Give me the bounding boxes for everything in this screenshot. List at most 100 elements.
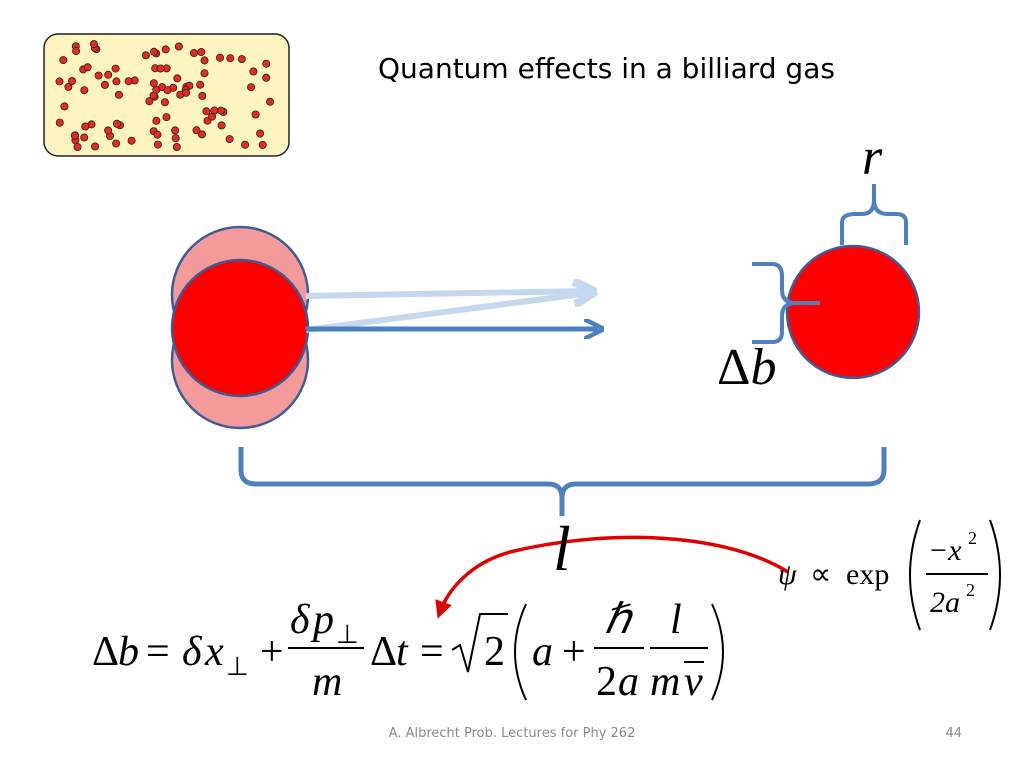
eq-equals-1: = bbox=[146, 629, 170, 675]
gas-particle bbox=[182, 88, 191, 97]
eq-perp-1: ⊥ bbox=[226, 652, 249, 681]
gas-particle bbox=[198, 91, 207, 100]
gas-particle bbox=[55, 118, 64, 127]
gas-box bbox=[43, 33, 290, 157]
impact-parameter-label: Δb bbox=[717, 338, 776, 397]
target-ball bbox=[785, 244, 921, 380]
gas-particle bbox=[200, 69, 209, 78]
radius-bracket bbox=[840, 184, 908, 245]
moving-ball bbox=[170, 225, 310, 430]
gas-particle bbox=[251, 110, 260, 119]
page-number: 44 bbox=[945, 726, 962, 741]
gas-particle bbox=[241, 140, 250, 149]
gas-particle bbox=[81, 122, 90, 131]
impact-parameter-bracket bbox=[752, 262, 820, 344]
eq-hbar: ℏ bbox=[604, 597, 634, 643]
slide-title: Quantum effects in a billiard gas bbox=[378, 52, 835, 85]
red-connector-arrow bbox=[435, 535, 789, 619]
gas-particle bbox=[112, 77, 121, 86]
eq-m-denom: m bbox=[650, 659, 680, 705]
gas-particle bbox=[114, 90, 123, 99]
wf-psi: ψ bbox=[778, 558, 798, 591]
gas-particle bbox=[217, 121, 226, 130]
gas-particle bbox=[149, 79, 158, 88]
gas-particle bbox=[210, 106, 219, 115]
gas-particle bbox=[104, 126, 113, 135]
trajectory-arrow-upper bbox=[305, 291, 590, 296]
paren-left bbox=[514, 603, 527, 701]
eq-two: 2 bbox=[596, 659, 617, 705]
trajectory-arrow-deflected bbox=[305, 293, 590, 333]
gas-particle bbox=[262, 73, 271, 82]
gas-particle bbox=[94, 71, 103, 80]
gas-particle bbox=[226, 54, 235, 63]
gas-particle bbox=[68, 77, 77, 86]
gas-particle bbox=[197, 130, 206, 139]
gas-particle bbox=[156, 64, 165, 73]
eq-plus-2: + bbox=[562, 629, 586, 675]
gas-particle bbox=[197, 48, 206, 57]
gas-particle bbox=[200, 56, 209, 65]
gas-particle bbox=[192, 126, 201, 135]
gas-particle bbox=[55, 77, 64, 86]
eq-l: l bbox=[670, 597, 682, 643]
gas-particle bbox=[104, 70, 113, 79]
gas-particle bbox=[73, 142, 82, 151]
gas-particle bbox=[83, 63, 92, 72]
distance-label: l bbox=[553, 513, 571, 584]
gas-particle bbox=[160, 98, 169, 107]
gas-particle bbox=[149, 47, 158, 56]
gas-particle bbox=[163, 86, 172, 95]
gas-particle bbox=[189, 49, 198, 58]
gas-particle bbox=[64, 82, 73, 91]
gas-particle bbox=[153, 140, 162, 149]
gas-particle bbox=[91, 142, 100, 151]
gas-particle bbox=[171, 126, 180, 135]
eq-v: v bbox=[684, 659, 703, 705]
paren-right bbox=[711, 603, 724, 701]
gas-particle bbox=[145, 97, 154, 106]
ball-main bbox=[170, 258, 310, 398]
eq-a: a bbox=[532, 629, 553, 675]
gas-particle bbox=[111, 64, 120, 73]
eq-x: x bbox=[204, 629, 224, 675]
uncertainty-equation: Δ b = δ x ⊥ + δ p ⊥ m Δ t = 2 a + ℏ 2 a … bbox=[92, 597, 724, 705]
eq-t: t bbox=[396, 629, 409, 675]
gas-particle bbox=[249, 67, 258, 76]
slide-footer: A. Albrecht Prob. Lectures for Phy 262 bbox=[388, 726, 636, 741]
gas-particle bbox=[124, 77, 133, 86]
wavefunction-formula: ψ ∝ exp −x 2 2a 2 bbox=[778, 519, 1001, 631]
wf-num-exp: 2 bbox=[968, 528, 977, 548]
gas-particle bbox=[112, 119, 121, 128]
eq-m: m bbox=[312, 659, 342, 705]
gas-particle bbox=[258, 140, 267, 149]
gas-particle bbox=[215, 53, 224, 62]
gas-particle bbox=[237, 55, 246, 64]
eq-perp-2: ⊥ bbox=[336, 620, 359, 649]
radius-label: r bbox=[862, 129, 883, 186]
wf-paren-right bbox=[989, 519, 1001, 631]
gas-particle bbox=[89, 40, 98, 49]
wf-paren-left bbox=[909, 519, 921, 631]
eq-equals-2: = bbox=[420, 629, 444, 675]
gas-particle bbox=[80, 133, 89, 142]
eq-delta: Δ bbox=[92, 629, 119, 675]
gas-particle bbox=[60, 102, 69, 111]
gas-particle bbox=[262, 59, 271, 68]
gas-particle bbox=[202, 107, 211, 116]
gas-particle bbox=[196, 80, 205, 89]
wf-exp: exp bbox=[846, 558, 889, 591]
gas-particle bbox=[172, 142, 181, 151]
eq-b: b bbox=[118, 629, 139, 675]
b-symbol: b bbox=[750, 339, 777, 396]
distance-bracket bbox=[238, 447, 887, 516]
wf-prop: ∝ bbox=[810, 558, 831, 591]
eq-a-denom: a bbox=[618, 659, 639, 705]
gas-container bbox=[43, 33, 290, 157]
gas-particle bbox=[171, 134, 180, 143]
gas-particle bbox=[127, 136, 136, 145]
gas-particle bbox=[59, 56, 68, 65]
gas-particle bbox=[216, 106, 225, 115]
wf-den-exp: 2 bbox=[966, 580, 975, 600]
